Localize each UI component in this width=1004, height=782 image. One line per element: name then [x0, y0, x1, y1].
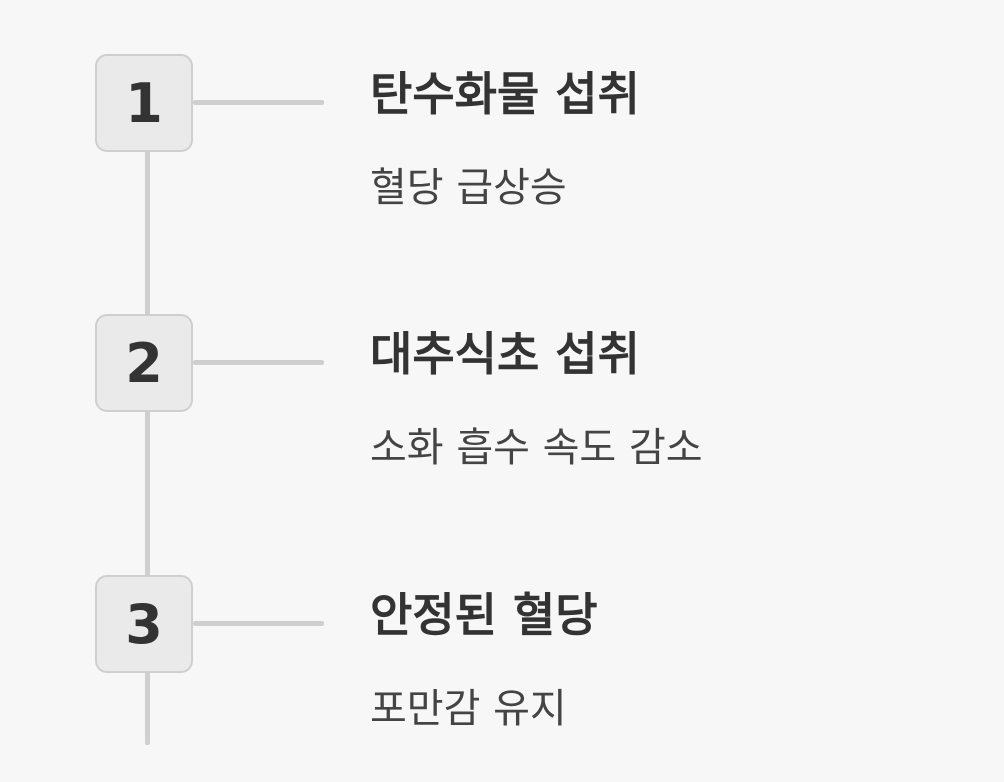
- step-title: 안정된 혈당: [370, 588, 598, 642]
- step-3: 3 안정된 혈당 포만감 유지: [0, 575, 1004, 775]
- step-connector: [193, 621, 324, 626]
- step-2: 2 대추식초 섭취 소화 흡수 속도 감소: [0, 314, 1004, 514]
- step-description: 소화 흡수 속도 감소: [370, 425, 703, 471]
- step-connector: [193, 360, 324, 365]
- step-1: 1 탄수화물 섭취 혈당 급상승: [0, 54, 1004, 254]
- step-description: 혈당 급상승: [370, 165, 567, 211]
- step-description: 포만감 유지: [370, 686, 567, 732]
- step-title: 대추식초 섭취: [370, 327, 640, 381]
- step-number-box: 3: [95, 575, 193, 673]
- step-number-box: 1: [95, 54, 193, 152]
- step-number-box: 2: [95, 314, 193, 412]
- step-connector: [193, 100, 324, 105]
- timeline-spine: [145, 103, 150, 745]
- step-title: 탄수화물 섭취: [370, 67, 640, 121]
